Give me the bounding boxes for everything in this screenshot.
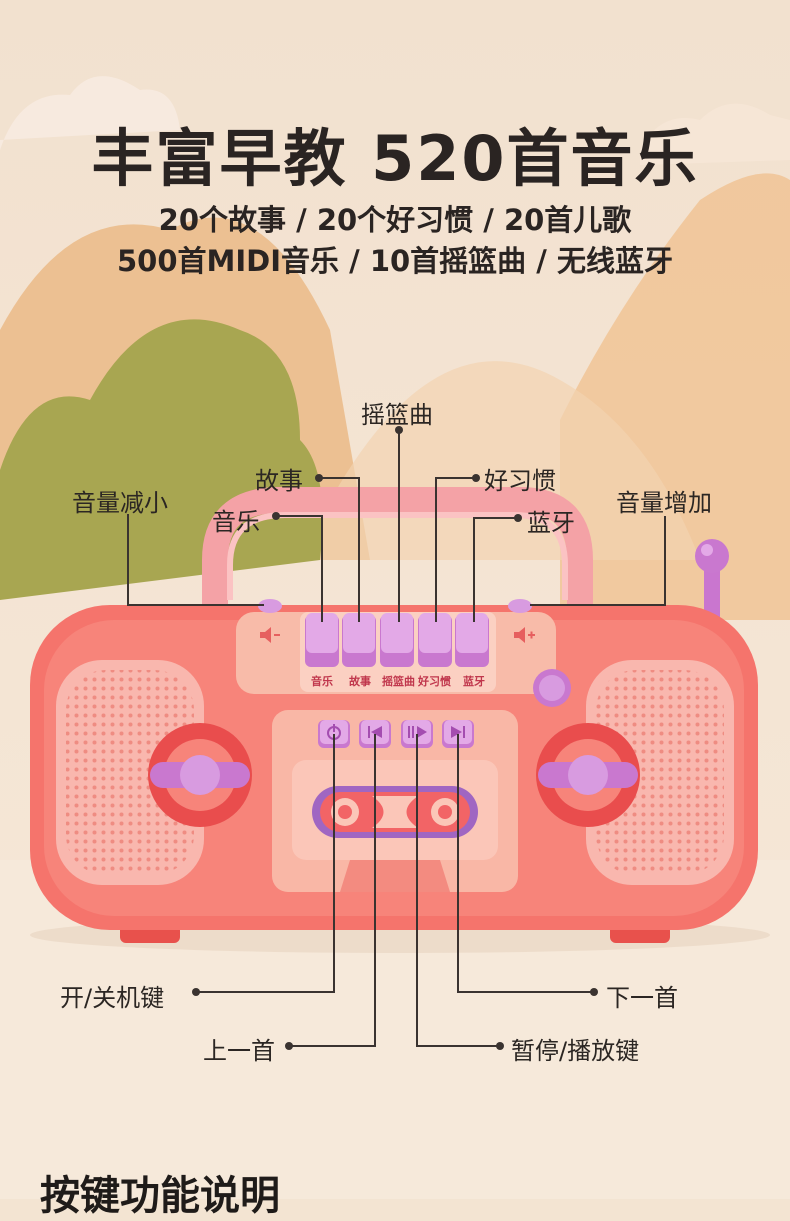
cloud [0, 76, 180, 150]
feature-line-2: 500首MIDI音乐 / 10首摇篮曲 / 无线蓝牙 [117, 244, 673, 278]
volume-down-button[interactable] [258, 599, 282, 613]
key-label-lullaby: 摇篮曲 [382, 674, 415, 688]
callout-next: 下一首 [606, 984, 678, 1012]
mode-keys [305, 613, 489, 667]
key-label-bluetooth: 蓝牙 [463, 674, 485, 688]
volume-down-icon [260, 627, 280, 643]
callout-power: 开/关机键 [60, 984, 165, 1012]
callout-bluetooth: 蓝牙 [527, 509, 575, 537]
callout-story: 故事 [255, 467, 303, 495]
feature-line-1: 20个故事 / 20个好习惯 / 20首儿歌 [158, 203, 632, 237]
mic-grille [340, 860, 450, 892]
key-label-story: 故事 [349, 674, 371, 688]
right-knob [536, 723, 640, 827]
left-knob [148, 723, 252, 827]
previous-icon [368, 726, 382, 738]
callout-pause-play: 暂停/播放键 [511, 1037, 640, 1065]
callout-previous: 上一首 [203, 1037, 275, 1065]
volume-up-icon [514, 627, 535, 643]
page-title: 丰富早教 520首音乐 [91, 122, 699, 195]
callout-volume-down: 音量减小 [72, 489, 168, 517]
play-pause-icon [408, 726, 427, 738]
callout-lullaby: 摇篮曲 [361, 401, 433, 429]
cloud [640, 103, 790, 165]
next-icon [451, 726, 465, 738]
volume-up-button[interactable] [508, 599, 532, 613]
callout-music: 音乐 [212, 508, 260, 536]
key-label-music: 音乐 [311, 674, 333, 688]
callout-volume-up: 音量增加 [616, 489, 712, 517]
tuning-dial [533, 669, 571, 707]
section-title: 按键功能说明 [40, 1173, 280, 1219]
key-label-habit: 好习惯 [417, 674, 451, 688]
callout-habit: 好习惯 [484, 467, 556, 495]
